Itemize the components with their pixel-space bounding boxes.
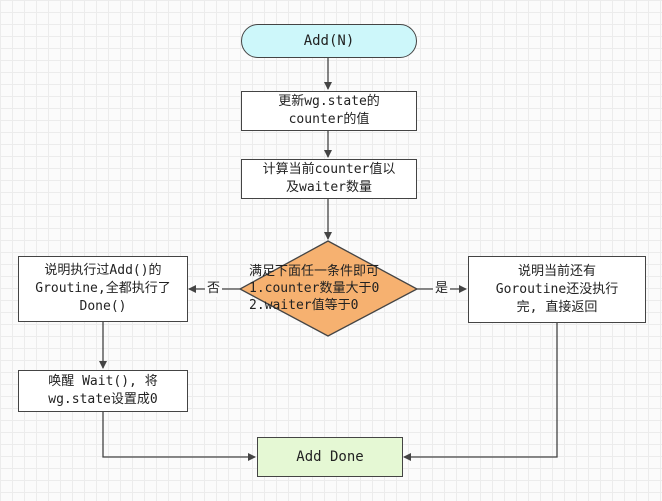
- calc-counter-line1: 计算当前counter值以: [262, 162, 396, 177]
- decision-line2: 1.counter数量大于0: [249, 281, 380, 296]
- all-done-line3: Done(): [79, 299, 127, 314]
- wake-wait-node: 唤醒 Wait(), 将 wg.state设置成0: [18, 370, 188, 412]
- end-node-label: Add Done: [296, 449, 364, 465]
- calc-counter-line2: 及waiter数量: [286, 180, 372, 195]
- wake-wait-line2: wg.state设置成0: [48, 392, 158, 407]
- decision-line1: 满足下面任一条件即可: [249, 264, 380, 279]
- all-done-line1: 说明执行过Add()的: [44, 263, 162, 278]
- all-done-line2: Groutine,全都执行了: [35, 281, 171, 296]
- start-node-label: Add(N): [303, 33, 355, 49]
- calc-counter-node: 计算当前counter值以 及waiter数量: [241, 159, 417, 199]
- update-counter-line1: 更新wg.state的: [278, 94, 380, 109]
- yes-label: 是: [433, 281, 451, 297]
- start-node: Add(N): [241, 24, 417, 58]
- edge-right-to-end: [403, 323, 558, 461]
- edge-wake-to-end: [102, 412, 256, 461]
- no-label: 否: [205, 281, 223, 297]
- update-counter-line2: counter的值: [288, 112, 370, 127]
- update-counter-node: 更新wg.state的 counter的值: [241, 91, 417, 131]
- all-done-node: 说明执行过Add()的 Groutine,全都执行了 Done(): [18, 256, 188, 322]
- still-running-line2: Goroutine还没执行: [495, 281, 619, 297]
- end-node: Add Done: [257, 437, 403, 477]
- decision-line3: 2.waiter值等于0: [249, 298, 359, 313]
- still-running-line3: 完, 直接返回: [516, 299, 598, 315]
- still-running-node: 说明当前还有 Goroutine还没执行 完, 直接返回: [468, 256, 646, 323]
- decision-text: 满足下面任一条件即可 1.counter数量大于0 2.waiter值等于0: [249, 263, 379, 314]
- still-running-line1: 说明当前还有: [517, 263, 596, 279]
- decision-diamond: [238, 240, 419, 337]
- wake-wait-line1: 唤醒 Wait(), 将: [48, 374, 158, 389]
